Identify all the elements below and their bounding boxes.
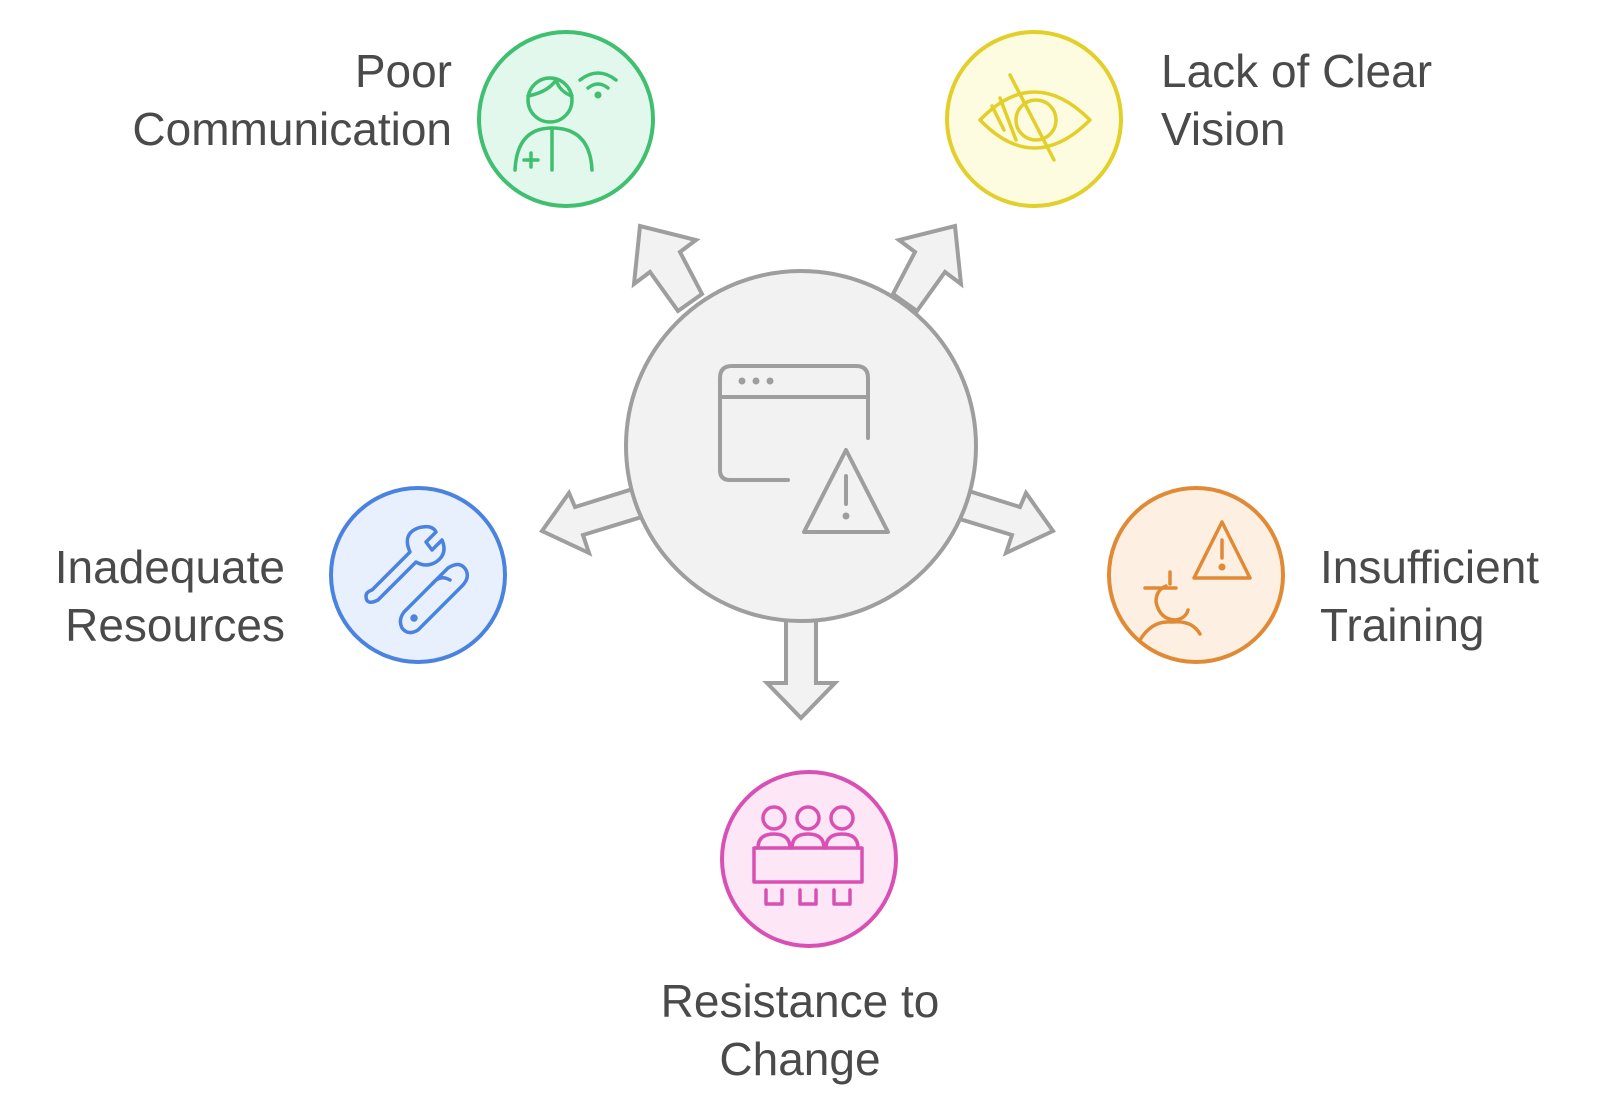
tools-icon: [364, 524, 470, 635]
node-circle: [477, 30, 655, 208]
label-inadequate-resources: Inadequate Resources: [55, 538, 285, 654]
label-line-2: Training: [1320, 599, 1485, 651]
group-table-icon: [752, 805, 864, 906]
arrow-to-lack-of-clear-vision: [890, 223, 964, 314]
node-circle: [720, 770, 898, 948]
label-line-2: Change: [719, 1033, 881, 1085]
hub: [624, 269, 978, 623]
person-warning-icon: [1138, 520, 1252, 642]
label-line-1: Poor: [354, 45, 452, 97]
node-resistance-to-change: [720, 770, 898, 948]
label-line-1: Inadequate: [54, 541, 285, 593]
label-line-1: Resistance to: [660, 975, 940, 1027]
label-line-1: Lack of Clear: [1161, 45, 1433, 97]
arrow-to-inadequate-resources: [538, 485, 648, 557]
eye-off-icon: [978, 73, 1092, 162]
arrow-to-poor-communication: [631, 223, 705, 314]
person-signal-icon: [513, 71, 618, 172]
label-line-2: Resources: [65, 599, 285, 651]
node-inadequate-resources: [329, 486, 507, 664]
label-resistance-to-change: Resistance to Change: [600, 972, 1000, 1088]
label-line-2: Vision: [1161, 103, 1286, 155]
node-lack-of-clear-vision: [945, 30, 1123, 208]
hub-circle: [624, 269, 978, 623]
node-circle: [329, 486, 507, 664]
node-poor-communication: [477, 30, 655, 208]
label-line-1: Insufficient: [1320, 541, 1540, 593]
label-lack-of-clear-vision: Lack of Clear Vision: [1161, 42, 1432, 158]
node-insufficient-training: [1107, 486, 1285, 664]
label-poor-communication: Poor Communication: [132, 42, 452, 158]
label-line-2: Communication: [132, 103, 452, 155]
browser-warning-icon: [718, 364, 890, 534]
label-insufficient-training: Insufficient Training: [1320, 538, 1539, 654]
